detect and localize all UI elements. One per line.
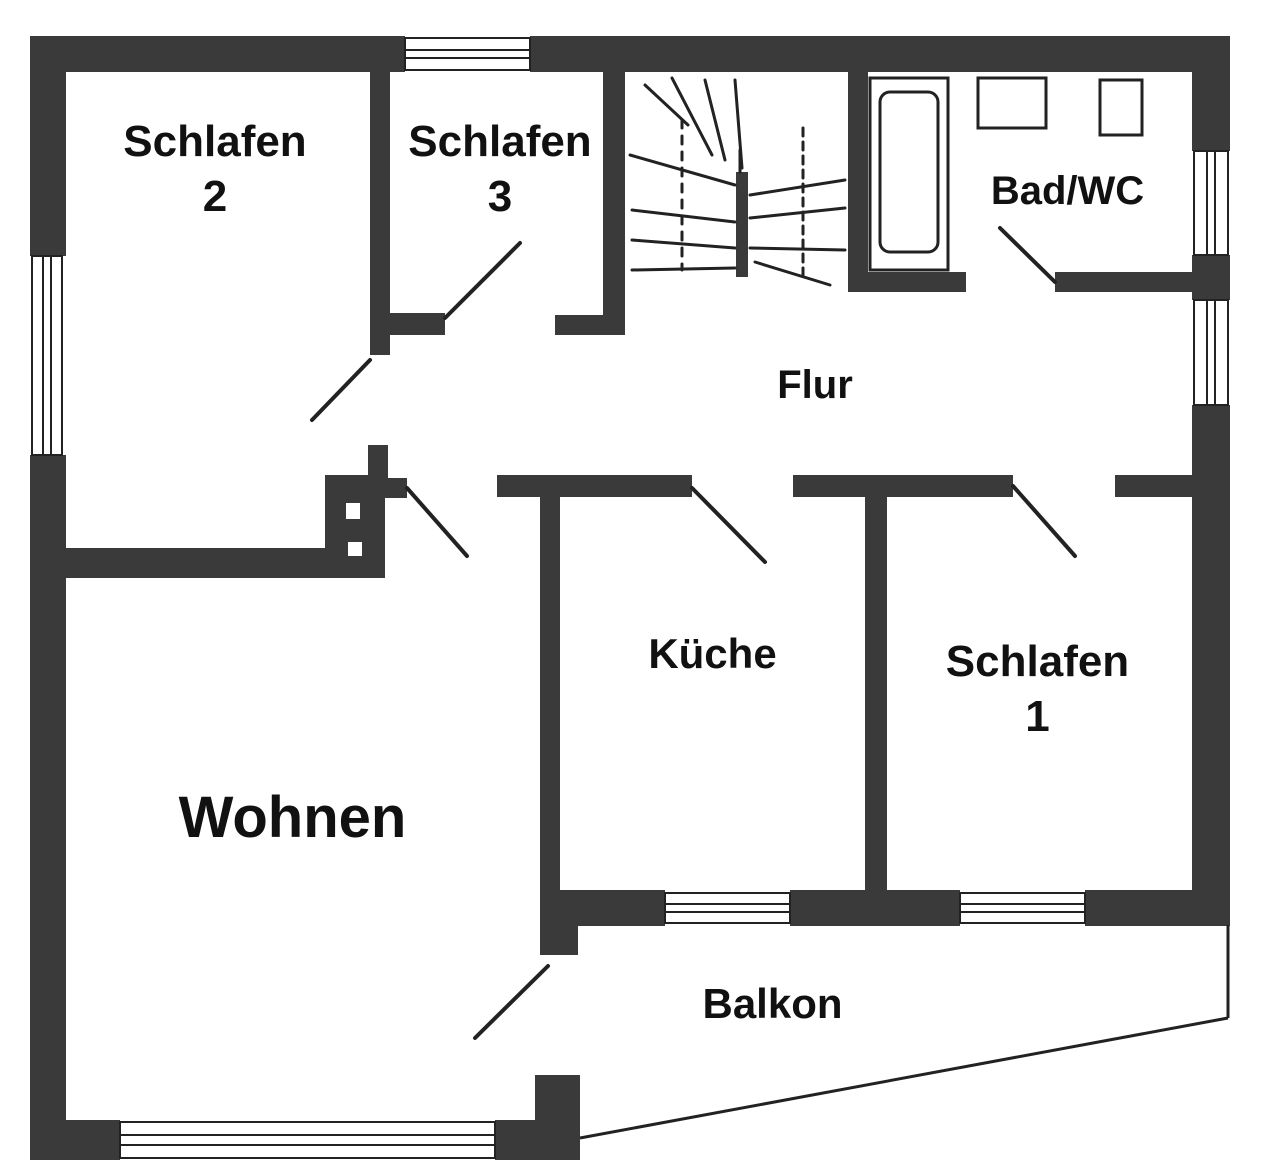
wall-stair-right <box>848 70 868 292</box>
bathtub-inner <box>878 90 940 254</box>
room-label-balkon: Balkon <box>685 978 860 1031</box>
wall-kitchen-s1 <box>865 495 887 890</box>
door-s1 <box>1011 484 1077 558</box>
room-name: Bad/WC <box>990 169 1145 213</box>
flue-lower <box>348 542 362 556</box>
chimney-flues <box>346 503 362 556</box>
room-name: Schlafen <box>123 117 307 166</box>
wall-bottom-left <box>30 1120 120 1160</box>
wall-balcony-line-c <box>1085 890 1230 926</box>
bathtub <box>868 76 950 272</box>
exterior-walls <box>30 36 1230 1160</box>
balcony-outline <box>579 925 1230 1140</box>
wall-balcony-line-b <box>790 890 960 926</box>
room-number: 2 <box>202 172 228 221</box>
door-bad <box>998 226 1057 284</box>
window-kitchen <box>664 892 791 924</box>
door-kueche <box>690 486 767 564</box>
wall-right-upper <box>1192 36 1230 151</box>
room-name: Schlafen <box>945 637 1130 686</box>
room-name: Schlafen <box>408 117 592 166</box>
wall-s2-s3 <box>370 70 390 355</box>
wall-chimney-stub-h <box>385 478 407 498</box>
flue-upper <box>346 503 360 519</box>
room-name: Wohnen <box>178 785 407 850</box>
wall-left-upper <box>30 36 66 256</box>
wall-pier-bottom <box>535 1075 580 1160</box>
stair-newel <box>736 172 748 277</box>
room-number: 3 <box>487 172 513 221</box>
wall-bath-bottom-b <box>1055 272 1195 292</box>
room-name: Balkon <box>702 980 843 1027</box>
wall-s1-top-a <box>793 475 1013 497</box>
room-label-schlafen-2: Schlafen 2 <box>110 114 320 224</box>
room-label-bad-wc: Bad/WC <box>965 166 1170 216</box>
wall-left-lower <box>30 825 66 1160</box>
wall-s3-bottom <box>385 313 445 335</box>
door-s3 <box>443 241 522 320</box>
windows <box>31 37 1229 1159</box>
wall-kitchen-top <box>497 475 692 497</box>
wall-right-mid <box>1192 255 1230 300</box>
wall-bath-bottom-a <box>848 272 966 292</box>
room-label-wohnen: Wohnen <box>140 782 445 855</box>
wall-kitchen-left <box>540 495 560 905</box>
staircase <box>628 76 847 287</box>
window-s1 <box>959 892 1086 924</box>
wall-top-left <box>30 36 405 72</box>
wall-right-lower <box>1192 405 1230 925</box>
toilet <box>1098 78 1144 137</box>
window-left-s2 <box>31 255 63 456</box>
wall-left-mid <box>30 455 66 825</box>
window-top-s3 <box>404 37 531 71</box>
door-s2 <box>310 358 372 422</box>
wall-chimney-stub-v <box>368 445 388 495</box>
room-label-schlafen-1: Schlafen 1 <box>930 634 1145 744</box>
room-label-kueche: Küche <box>625 628 800 681</box>
room-name: Flur <box>777 363 853 407</box>
window-right-bath <box>1193 150 1229 256</box>
door-balkon <box>473 964 550 1040</box>
door-wohnen <box>405 486 469 558</box>
wall-s1-top-b <box>1115 475 1195 497</box>
room-name: Küche <box>648 630 777 677</box>
room-number: 1 <box>1025 692 1050 741</box>
wall-s3-stub <box>555 315 623 335</box>
wall-s3-right <box>603 70 625 335</box>
wall-top-right <box>530 36 1230 72</box>
door-swings <box>310 226 1077 1040</box>
interior-walls <box>62 70 1195 905</box>
room-label-flur: Flur <box>745 360 885 410</box>
window-bottom-wohnen <box>119 1121 496 1159</box>
room-label-schlafen-3: Schlafen 3 <box>395 114 605 224</box>
bathroom-fixtures <box>868 76 1144 272</box>
window-right-flur <box>1193 299 1229 406</box>
washbasin <box>976 76 1048 130</box>
